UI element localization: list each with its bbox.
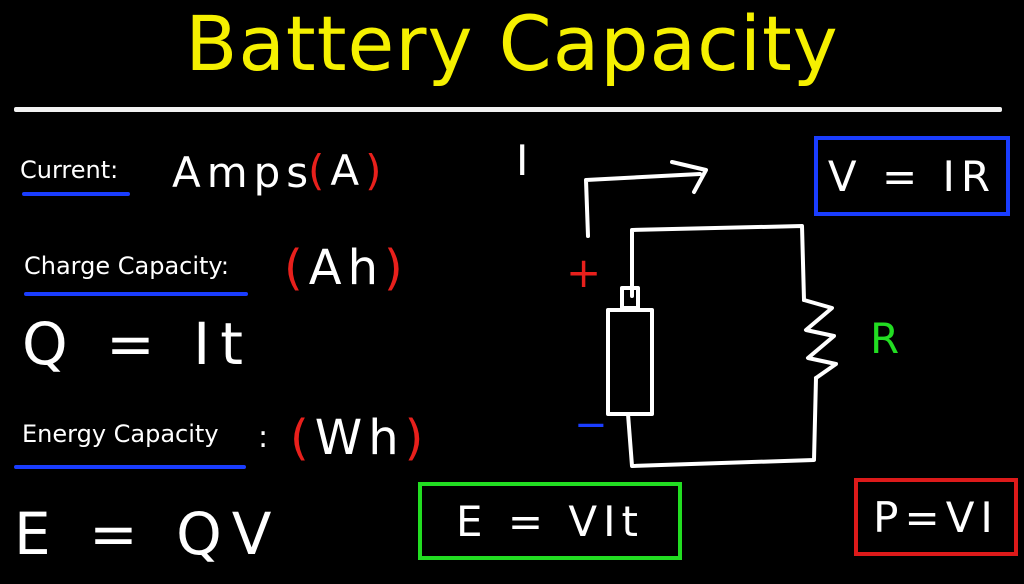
battery-body — [606, 308, 654, 416]
energy-capacity-label: Energy Capacity — [22, 420, 219, 448]
paren-open: ( — [290, 410, 315, 466]
paren-open: ( — [308, 146, 331, 195]
energy-formula-box: E = VIt — [418, 482, 682, 560]
charge-capacity-unit: (Ah) — [284, 240, 409, 296]
resistor-label: R — [870, 314, 900, 363]
unit-text: Wh — [314, 410, 405, 466]
current-label: Current: — [20, 156, 119, 184]
paren-close: ) — [365, 146, 388, 195]
paren-close: ) — [404, 410, 430, 466]
wire-top — [630, 224, 806, 302]
current-unit-symbol: (A) — [308, 146, 388, 195]
paren-close: ) — [384, 240, 409, 296]
charge-capacity-label: Charge Capacity: — [24, 252, 229, 280]
current-arrow — [584, 172, 702, 238]
ohms-law-box: V = IR — [814, 136, 1010, 216]
resistor-zigzag — [802, 298, 838, 380]
unit-text: A — [330, 146, 366, 195]
unit-text: Ah — [308, 240, 384, 296]
current-underline — [22, 192, 130, 196]
current-arrowhead — [670, 160, 708, 194]
page-title: Battery Capacity — [185, 0, 839, 88]
minus-sign: − — [574, 402, 608, 448]
charge-formula: Q = It — [22, 310, 253, 378]
current-symbol: I — [516, 136, 535, 185]
title-divider — [14, 107, 1002, 112]
current-unit-name: Amps — [172, 148, 315, 197]
energy-capacity-unit: (Wh) — [290, 410, 429, 466]
energy-capacity-underline — [14, 465, 246, 469]
plus-sign: + — [566, 248, 602, 297]
charge-capacity-underline — [24, 292, 248, 296]
energy-capacity-colon: : — [258, 420, 269, 455]
power-formula-box: P=VI — [854, 478, 1018, 556]
energy-formula: E = QV — [14, 500, 282, 568]
wire-right-bottom — [626, 376, 818, 468]
paren-open: ( — [284, 240, 309, 296]
